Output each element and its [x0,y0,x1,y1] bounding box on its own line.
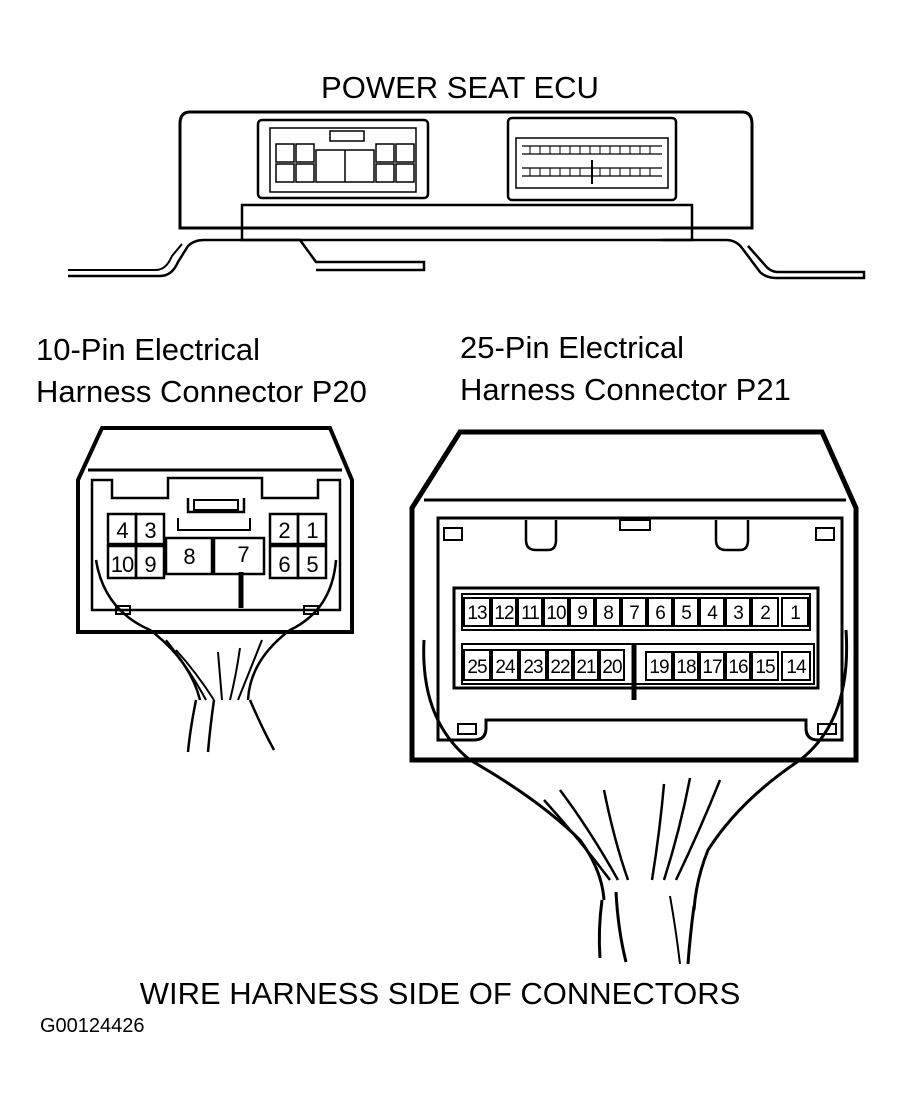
p21-pin-15: 15 [755,657,775,678]
p21-pin-7: 7 [629,603,639,624]
p21-pin-10: 10 [546,603,566,624]
p20-pin-1: 1 [306,518,318,543]
figure-id: G00124426 [40,1015,145,1037]
footer-caption: WIRE HARNESS SIDE OF CONNECTORS [140,976,741,1011]
connector-p20 [76,426,354,753]
p21-pin-18: 18 [676,657,696,678]
p20-pin-7: 7 [237,542,249,567]
p21-pin-9: 9 [577,603,587,624]
p20-pin-4: 4 [116,518,128,543]
p21-pin-20: 20 [602,657,622,678]
p20-pin-6: 6 [278,552,290,577]
p21-pin-cells [463,597,811,681]
p21-pin-12: 12 [494,603,514,624]
p20-pin-2: 2 [278,518,290,543]
p21-pin-3: 3 [733,603,743,624]
p21-pin-11: 11 [521,603,539,624]
p21-pin-13: 13 [467,603,487,624]
p21-pin-labels: 13 12 11 10 9 8 7 6 5 4 3 2 1 25 24 23 2… [467,603,808,678]
p21-pin-8: 8 [603,603,613,624]
p21-pin-1: 1 [790,603,800,624]
p20-pin-9: 9 [144,552,156,577]
p20-label-line1: 10-Pin Electrical [36,332,260,367]
p21-pin-17: 17 [702,657,722,678]
ecu-title: POWER SEAT ECU [321,70,599,105]
p20-pin-labels: 4 3 2 1 10 9 8 7 6 5 [111,518,320,577]
p21-pin-14: 14 [786,657,807,678]
p21-pin-24: 24 [495,657,516,678]
p21-pin-16: 16 [728,657,748,678]
p21-pin-22: 22 [550,657,570,678]
p21-pin-2: 2 [760,603,770,624]
p21-pin-25: 25 [467,657,487,678]
p21-pin-23: 23 [523,657,543,678]
p21-pin-6: 6 [655,603,665,624]
p20-pin-3: 3 [144,518,156,543]
p21-label-line1: 25-Pin Electrical [460,330,684,365]
p21-label-line2: Harness Connector P21 [460,372,791,407]
p21-pin-19: 19 [649,657,669,678]
p20-pin-5: 5 [306,552,318,577]
p20-label-line2: Harness Connector P20 [36,374,367,409]
ecu-body [68,110,866,280]
p21-pin-21: 21 [576,657,596,678]
p20-pin-10: 10 [111,552,134,577]
connector-p21 [409,429,859,965]
p21-pin-5: 5 [681,603,691,624]
p20-pin-8: 8 [183,544,195,569]
p21-pin-4: 4 [707,603,718,624]
